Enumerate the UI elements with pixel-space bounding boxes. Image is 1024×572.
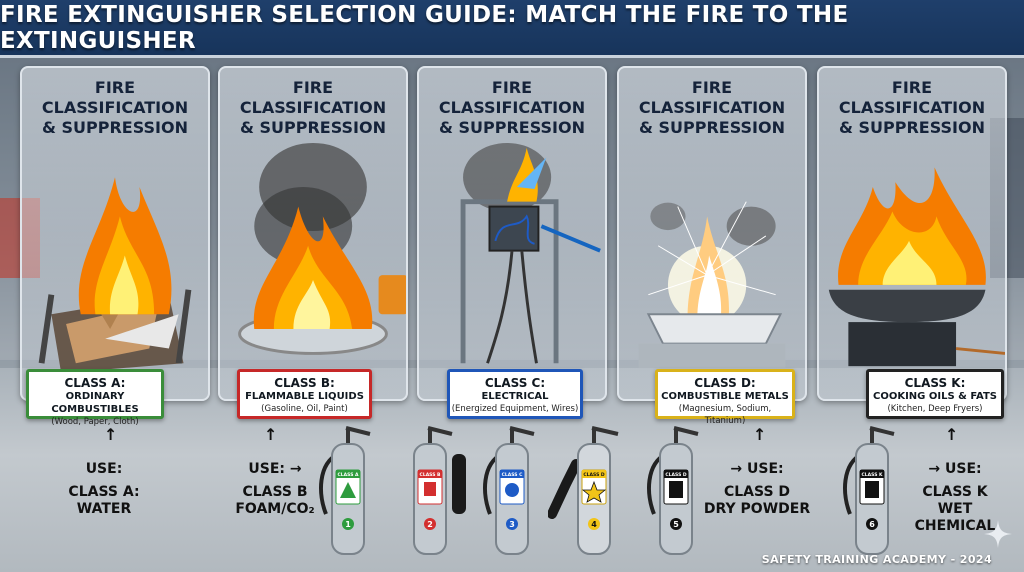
agent-line-1: CLASS K bbox=[922, 484, 988, 500]
use-class-a: USE: CLASS A: WATER bbox=[64, 461, 144, 518]
up-arrow-icon: ↑ bbox=[264, 425, 278, 444]
up-arrow-icon: ↑ bbox=[945, 425, 959, 444]
class-a-title: CLASS A: bbox=[64, 376, 126, 390]
extinguisher-label: CLASS D bbox=[583, 472, 604, 478]
class-k-card: CLASS K: COOKING OILS & FATS (Kitchen, D… bbox=[866, 369, 1004, 419]
extinguisher-number: 5 bbox=[673, 520, 679, 529]
class-d-card: CLASS D: COMBUSTIBLE METALS (Magnesium, … bbox=[655, 369, 795, 426]
class-k-name: COOKING OILS & FATS bbox=[872, 391, 998, 402]
class-b-name: FLAMMABLE LIQUIDS bbox=[245, 391, 364, 402]
metal-fire-illustration bbox=[638, 201, 786, 369]
title-banner: FIRE EXTINGUISHER SELECTION GUIDE: MATCH… bbox=[0, 0, 1024, 58]
electrical-fire-illustration bbox=[460, 142, 601, 364]
extinguisher-4: CLASS D 4 bbox=[548, 426, 619, 555]
extinguisher-number: 6 bbox=[869, 520, 875, 529]
class-d-examples: (Magnesium, Sodium, Titanium) bbox=[678, 404, 772, 426]
agent-line-1: CLASS A: bbox=[68, 484, 140, 500]
agent-line-1: CLASS D bbox=[723, 484, 791, 500]
extinguisher-number: 2 bbox=[427, 520, 433, 529]
wood-fire-illustration bbox=[38, 177, 192, 373]
up-arrow-icon: ↑ bbox=[753, 425, 767, 444]
extinguisher-6: CLASS K 6 bbox=[843, 426, 895, 555]
use-class-k: → USE: CLASS K WET CHEMICAL bbox=[896, 461, 1014, 535]
panel-title: FIRE CLASSIFICATION & SUPPRESSION bbox=[438, 78, 586, 137]
panel-class-k: FIRE CLASSIFICATION & SUPPRESSION bbox=[817, 66, 1007, 401]
agent-line-2: DRY POWDER bbox=[703, 501, 811, 517]
class-d-name: COMBUSTIBLE METALS bbox=[661, 391, 789, 402]
panel-class-c: FIRE CLASSIFICATION & SUPPRESSION bbox=[417, 66, 607, 401]
class-c-name: ELECTRICAL bbox=[481, 391, 549, 402]
class-a-examples: (Wood, Paper, Cloth) bbox=[51, 417, 139, 427]
sparkle-icon bbox=[984, 520, 1012, 548]
agent-line-1: CLASS B bbox=[242, 484, 308, 500]
panel-title: FIRE CLASSIFICATION & SUPPRESSION bbox=[41, 78, 189, 137]
extinguisher-number: 4 bbox=[591, 520, 597, 529]
use-class-b: USE: → CLASS B FOAM/CO₂ bbox=[230, 461, 320, 518]
class-c-title: CLASS C: bbox=[484, 376, 546, 390]
extinguisher-1: CLASS A 1 bbox=[319, 426, 371, 555]
extinguisher-number: 1 bbox=[345, 520, 351, 529]
panel-class-a: FIRE CLASSIFICATION & SUPPRESSION bbox=[20, 66, 210, 401]
extinguisher-5: CLASS D 5 bbox=[647, 426, 699, 555]
footer-credit: SAFETY TRAINING ACADEMY - 2024 bbox=[761, 553, 992, 566]
up-arrow-icon: ↑ bbox=[104, 425, 118, 444]
liquid-fire-illustration bbox=[238, 142, 406, 355]
cooking-fire-illustration bbox=[828, 167, 1005, 367]
class-a-name: ORDINARY COMBUSTIBLES bbox=[51, 391, 139, 415]
panel-class-d: FIRE CLASSIFICATION & SUPPRESSION bbox=[617, 66, 807, 401]
agent-line-2: WATER bbox=[76, 501, 132, 517]
use-label: → USE: bbox=[928, 461, 982, 477]
class-b-examples: (Gasoline, Oil, Paint) bbox=[261, 404, 348, 414]
class-d-title: CLASS D: bbox=[694, 376, 756, 390]
extinguisher-label: CLASS C bbox=[502, 472, 523, 478]
extinguisher-label: CLASS D bbox=[665, 472, 686, 478]
extinguisher-2: CLASS B 2 bbox=[413, 426, 466, 555]
extinguisher-3: CLASS C 3 bbox=[483, 426, 535, 555]
class-c-card: CLASS C: ELECTRICAL (Energized Equipment… bbox=[447, 369, 583, 419]
panel-title: FIRE CLASSIFICATION & SUPPRESSION bbox=[239, 78, 387, 137]
use-class-d: → USE: CLASS D DRY POWDER bbox=[702, 461, 812, 518]
panel-class-b: FIRE CLASSIFICATION & SUPPRESSION bbox=[218, 66, 408, 401]
class-k-examples: (Kitchen, Deep Fryers) bbox=[887, 404, 983, 414]
class-k-title: CLASS K: bbox=[904, 376, 966, 390]
extinguisher-label: CLASS A bbox=[338, 472, 359, 478]
agent-line-2: FOAM/CO₂ bbox=[235, 501, 315, 517]
use-label: → USE: bbox=[730, 461, 784, 477]
page-title: FIRE EXTINGUISHER SELECTION GUIDE: MATCH… bbox=[0, 1, 849, 54]
extinguisher-label: CLASS B bbox=[420, 472, 441, 478]
class-b-card: CLASS B: FLAMMABLE LIQUIDS (Gasoline, Oi… bbox=[237, 369, 372, 419]
class-c-examples: (Energized Equipment, Wires) bbox=[451, 404, 579, 414]
class-a-card: CLASS A: ORDINARY COMBUSTIBLES (Wood, Pa… bbox=[26, 369, 164, 427]
panel-title: FIRE CLASSIFICATION & SUPPRESSION bbox=[638, 78, 786, 137]
extinguisher-number: 3 bbox=[509, 520, 515, 529]
use-label: USE: bbox=[85, 461, 123, 477]
agent-line-2: WET CHEMICAL bbox=[914, 501, 996, 534]
extinguisher-label: CLASS K bbox=[862, 472, 883, 478]
use-label: USE: → bbox=[248, 461, 302, 477]
panel-title: FIRE CLASSIFICATION & SUPPRESSION bbox=[838, 78, 986, 137]
class-b-title: CLASS B: bbox=[274, 376, 335, 390]
